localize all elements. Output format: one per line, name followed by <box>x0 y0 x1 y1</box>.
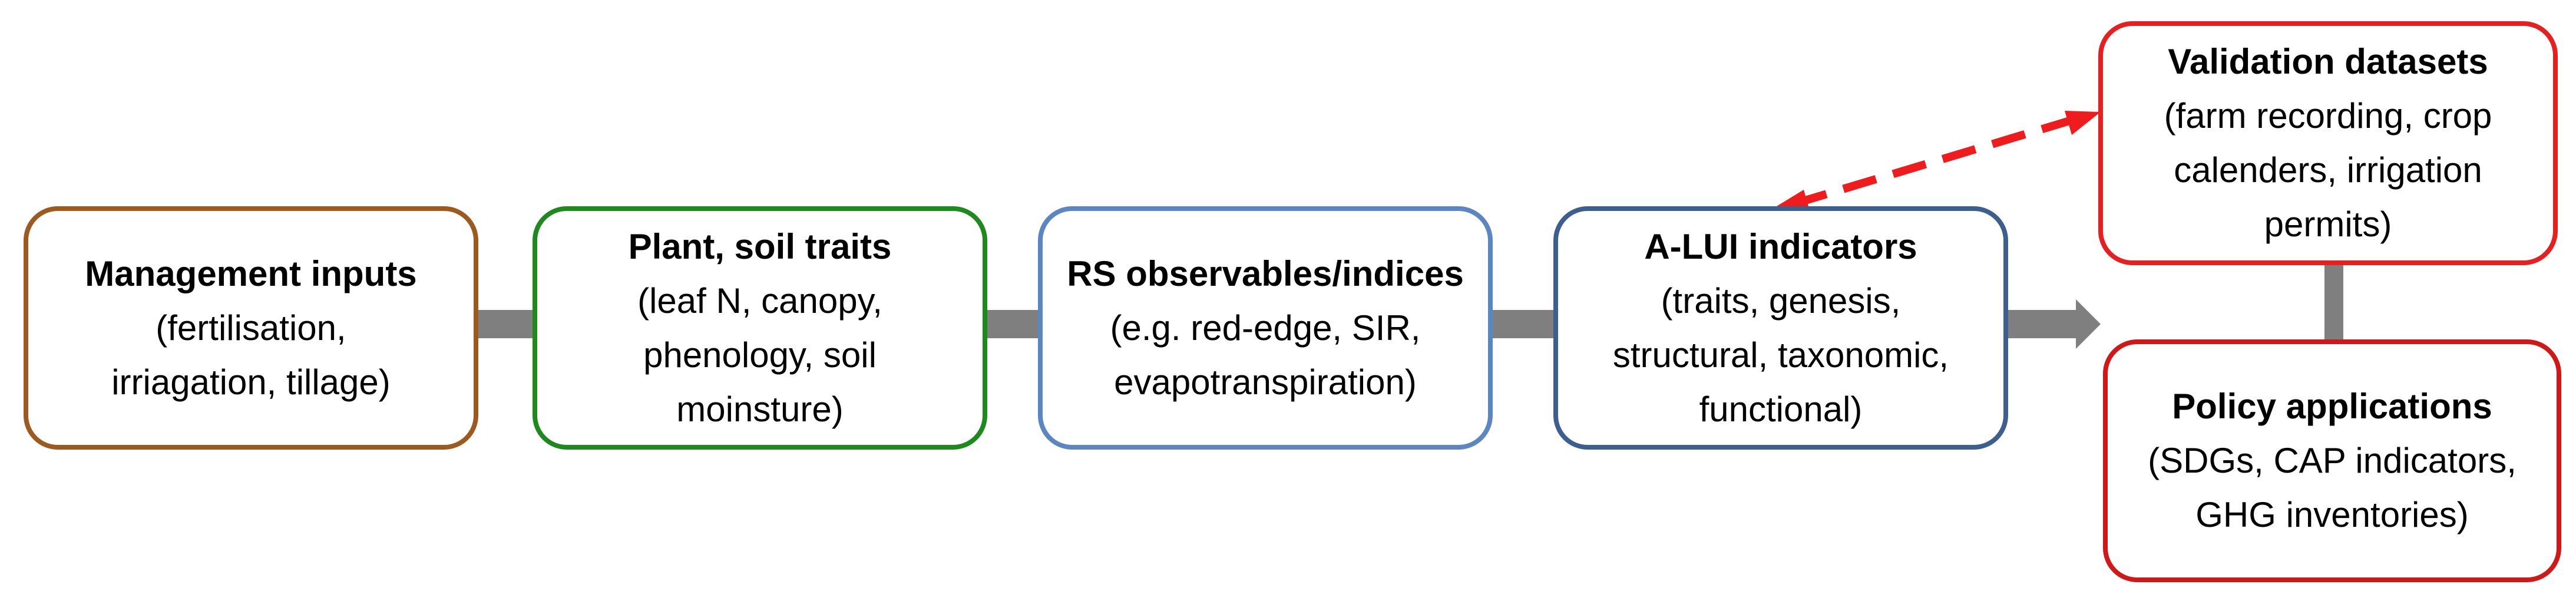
plant-soil-traits-box: Plant, soil traits (leaf N, canopy, phen… <box>533 206 987 450</box>
dashed-arrowhead-validation <box>2065 111 2101 135</box>
policy-applications-box: Policy applications (SDGs, CAP indicator… <box>2103 339 2561 582</box>
alui-indicators-line-1: (traits, genesis, <box>1661 280 1901 321</box>
validation-datasets-line-2: calenders, irrigation <box>2174 150 2482 190</box>
policy-applications-line-1: (SDGs, CAP indicators, <box>2148 441 2517 480</box>
alui-indicators-box: A-LUI indicators (traits, genesis, struc… <box>1553 206 2008 450</box>
connector-plant-rs <box>986 310 1040 338</box>
plant-soil-traits-title: Plant, soil traits <box>628 226 892 266</box>
validation-datasets-line-1: (farm recording, crop <box>2164 96 2492 136</box>
rs-observables-title: RS observables/indices <box>1067 253 1464 293</box>
rs-observables-line-1: (e.g. red-edge, SIR, <box>1110 308 1421 348</box>
management-inputs-box: Management inputs (fertilisation, irriag… <box>24 206 478 450</box>
rs-observables-line-2: evapotranspiration) <box>1114 362 1417 402</box>
alui-indicators-title: A-LUI indicators <box>1644 226 1917 266</box>
connector-rs-alui <box>1492 310 1555 338</box>
policy-applications-line-2: GHG inventories) <box>2195 495 2469 534</box>
rs-observables-box: RS observables/indices (e.g. red-edge, S… <box>1038 206 1493 450</box>
plant-soil-traits-line-3: moinsture) <box>676 389 844 429</box>
alui-indicators-line-2: structural, taxonomic, <box>1612 335 1949 375</box>
validation-datasets-box: Validation datasets (farm recording, cro… <box>2098 21 2558 265</box>
arrow-validation-policy <box>2310 237 2357 370</box>
alui-indicators-line-3: functional) <box>1699 389 1863 429</box>
management-inputs-line-2: irriagation, tillage) <box>111 362 391 402</box>
plant-soil-traits-line-1: (leaf N, canopy, <box>637 280 882 321</box>
policy-applications-title: Policy applications <box>2172 387 2492 426</box>
management-inputs-line-1: (fertilisation, <box>156 308 346 348</box>
validation-datasets-title: Validation datasets <box>2168 42 2488 81</box>
dashed-link-alui-validation <box>1792 112 2087 208</box>
arrow-alui-to-outputs <box>2005 299 2101 349</box>
connector-management-plant <box>478 310 534 338</box>
validation-datasets-line-3: permits) <box>2264 204 2392 244</box>
plant-soil-traits-line-2: phenology, soil <box>643 335 877 375</box>
management-inputs-title: Management inputs <box>85 253 417 293</box>
